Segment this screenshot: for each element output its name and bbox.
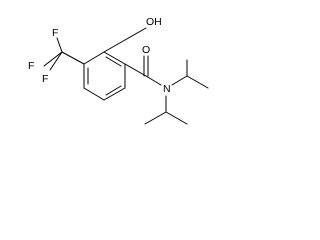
fluorine-bottom-label: F [42,73,48,85]
bond-cf3-f-top [56,37,63,53]
fluorine-left-label: F [28,60,34,72]
bond-carbonyl-nitrogen [145,75,162,86]
ring-bond [103,51,126,65]
fluorine-top-label: F [52,27,58,39]
amide-nitrogen-label: N [163,83,171,95]
ring-double-bond [105,56,122,67]
bond-ch2-oh [124,27,147,41]
bond-ring-carbonyl [124,63,147,77]
bond-ring-cf3 [61,51,85,65]
hydroxyl-label: OH [146,16,162,28]
bond-nitrogen-isopropyl-1 [171,75,188,86]
bond-cf3-f-bottom [49,51,63,71]
bond-isopropyl-2-methyl-b [165,111,188,125]
bond-cf3-f-left [43,51,63,67]
chemical-structure: OH O N F F F [28,16,209,125]
ring-double-bond [105,85,122,96]
bond-isopropyl-1-methyl-b [186,75,209,89]
bond-ring-ch2 [103,39,126,53]
ring-bond [103,87,126,101]
benzene-ring [83,51,126,101]
bond-isopropyl-2-methyl-a [144,111,167,125]
ring-bond [83,87,105,101]
ring-bond [83,51,105,65]
carbonyl-oxygen-label: O [142,44,150,56]
